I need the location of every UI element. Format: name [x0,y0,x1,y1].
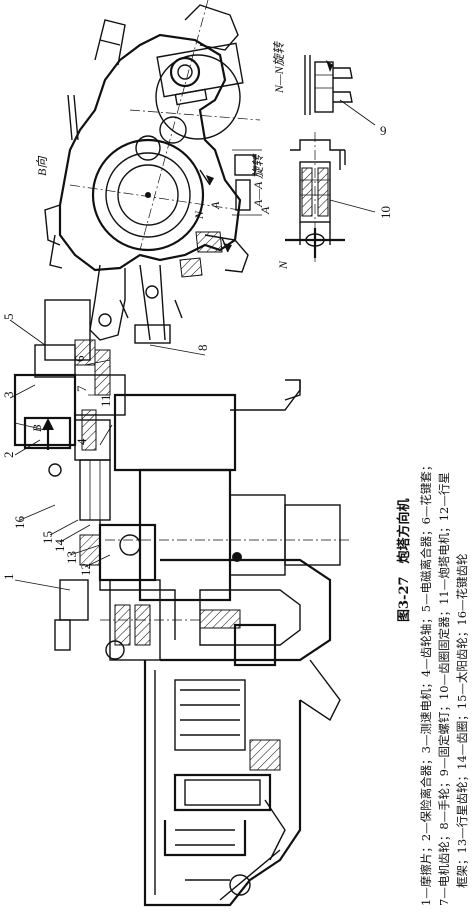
callout-15: 15 [40,531,55,544]
nn-rotated-label: N—N旋转 [272,40,286,94]
callout-11: 11 [98,394,113,407]
legend-line-2: 7—电机齿轮；8—手轮；9—固定螺钉；10—齿圈固定器；11—炮塔电机；12—行… [437,472,451,906]
callout-2: 2 [1,452,16,459]
callout-4: 4 [74,438,89,445]
callout-14: 14 [52,539,67,553]
callout-13: 13 [64,551,79,564]
n-lower-label: N [276,260,290,270]
callout-3: 3 [1,392,16,399]
callout-1: 1 [1,574,16,581]
callout-8: 8 [195,345,210,352]
callout-6: 6 [72,355,87,362]
caption-block: 图3-27 炮塔方向机 1—摩擦片；2—保险离合器；3—测速电机；4—齿轮轴；5… [396,460,469,906]
callout-5: 5 [1,314,16,321]
callout-9: 9 [380,123,387,138]
legend-line-3: 框架；13—行星齿轮；14—齿圈；15—太阳齿轮；16—花键齿轮 [455,553,469,888]
callout-12: 12 [78,563,93,576]
callout-10: 10 [378,206,393,219]
b-direction-view [44,0,262,344]
hand-wheel [119,264,183,344]
legend-line-1: 1—摩擦片；2—保险离合器；3—测速电机；4—齿轮轴；5—电磁离合器；6—花键套… [419,460,433,906]
aa-detail [285,132,376,262]
a-upper-label: A [208,201,222,210]
callout-7: 7 [74,385,89,392]
callout-16: 16 [12,516,27,530]
a-lower-label: A [258,206,272,215]
b-direction-label: B向 [35,156,49,176]
figure-caption-title: 图3-27 炮塔方向机 [396,498,412,622]
nn-detail [304,55,376,126]
n-upper-label: N [192,210,206,220]
main-section-view [13,299,350,907]
aa-rotated-label: A—A 旋转 [251,153,265,208]
